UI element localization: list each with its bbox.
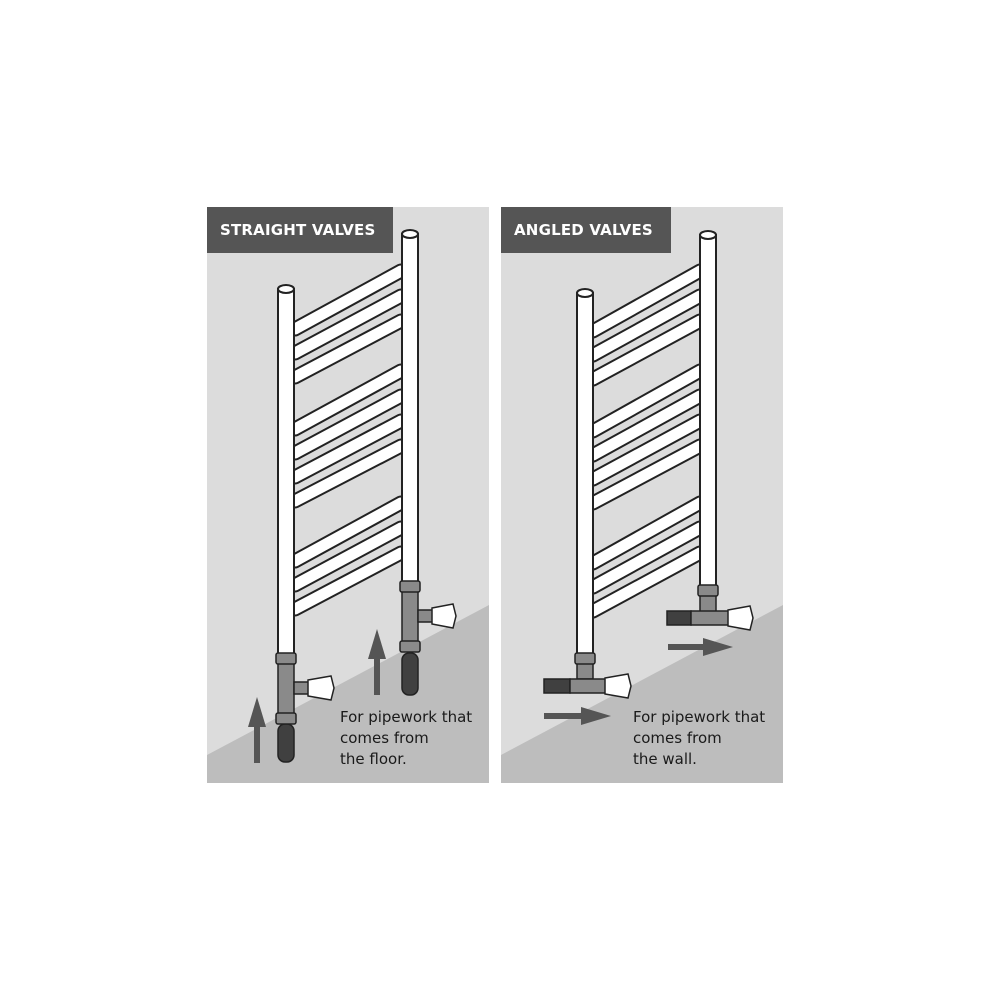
panel-caption: For pipework that comes from the floor. xyxy=(340,707,472,770)
arrow-right-icon xyxy=(544,707,611,725)
straight-valves-diagram xyxy=(207,229,489,783)
left-upright-pipe xyxy=(277,288,295,656)
right-straight-valve xyxy=(399,580,457,696)
arrow-up-icon xyxy=(248,697,266,763)
left-straight-valve xyxy=(275,652,335,763)
towel-rail-bars xyxy=(585,263,708,619)
panel-title: ANGLED VALVES xyxy=(501,207,671,253)
caption-line: the floor. xyxy=(340,750,407,768)
left-angled-valve xyxy=(543,652,632,699)
caption-line: For pipework that xyxy=(633,708,766,726)
angled-valves-diagram xyxy=(501,230,783,783)
panel-caption: For pipework that comes from the wall. xyxy=(633,707,765,770)
straight-valves-panel: STRAIGHT VALVES For pipework that comes … xyxy=(207,207,489,783)
arrow-up-icon xyxy=(368,629,386,695)
left-upright-pipe xyxy=(576,292,594,656)
caption-line: comes from xyxy=(633,729,722,747)
angled-valves-panel: ANGLED VALVES For pipework that comes fr… xyxy=(501,207,783,783)
right-upright-pipe xyxy=(401,233,419,583)
panel-title: STRAIGHT VALVES xyxy=(207,207,394,253)
caption-line: For pipework that xyxy=(340,708,473,726)
arrow-right-icon xyxy=(668,638,733,656)
right-upright-pipe xyxy=(699,234,717,588)
towel-rail-bars xyxy=(287,263,409,617)
right-angled-valve xyxy=(666,584,754,631)
caption-line: comes from xyxy=(340,729,429,747)
caption-line: the wall. xyxy=(633,750,697,768)
